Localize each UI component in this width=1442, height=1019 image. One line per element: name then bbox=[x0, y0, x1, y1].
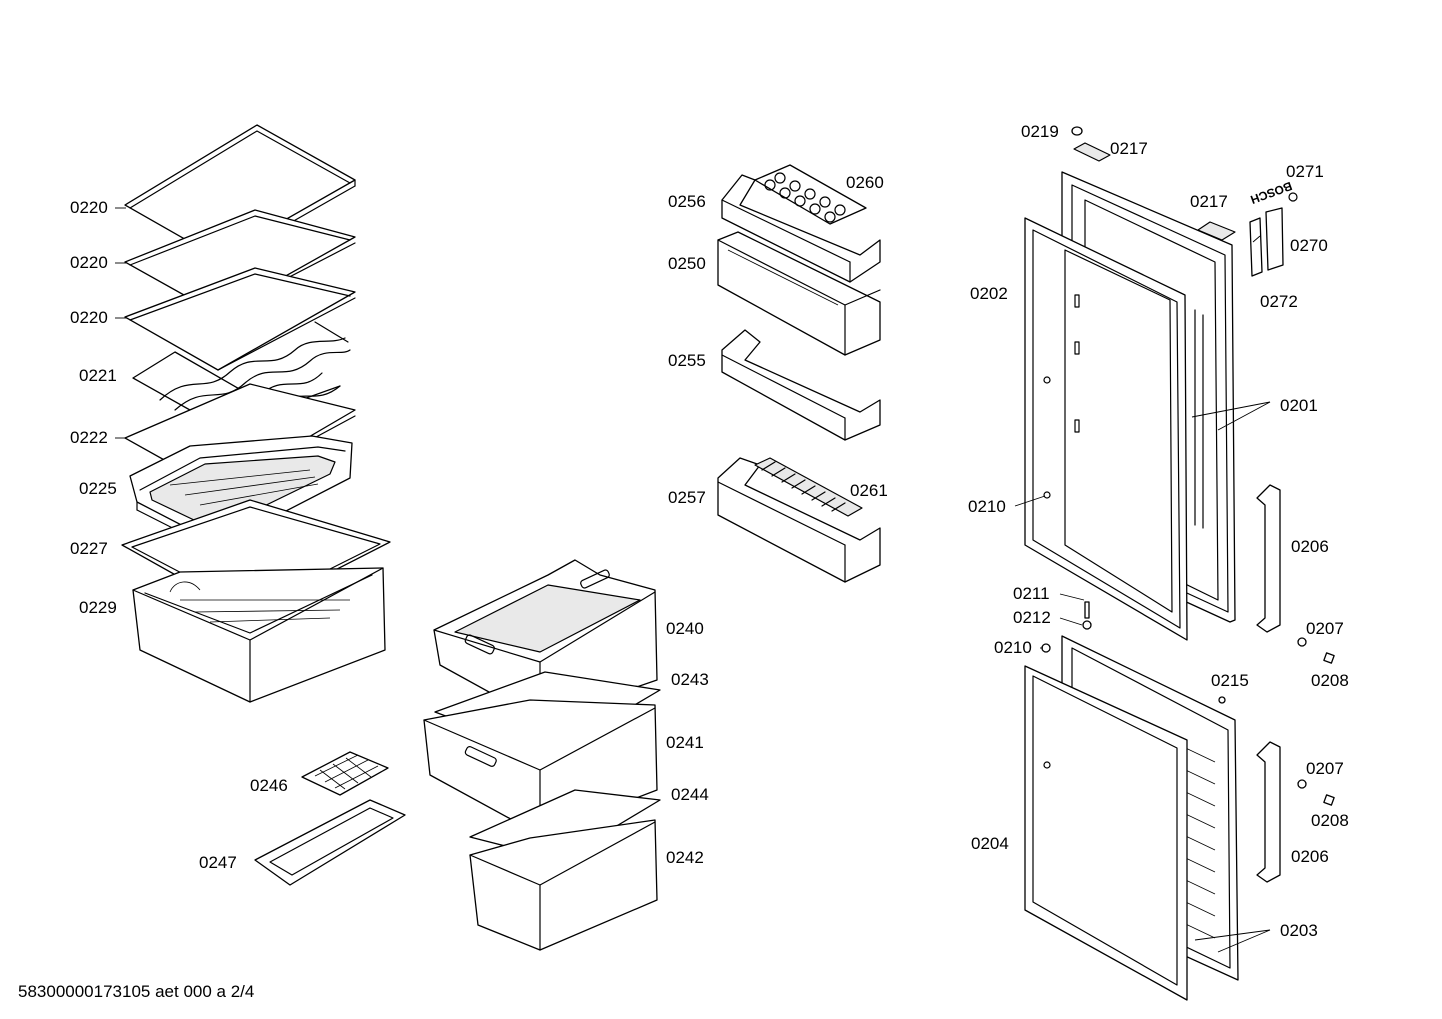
callout-0257: 0257 bbox=[668, 488, 706, 507]
callout-0215: 0215 bbox=[1211, 671, 1249, 690]
callout-0250: 0250 bbox=[668, 254, 706, 273]
callout-0220-middle: 0220 bbox=[70, 253, 108, 272]
callout-0206-lower: 0206 bbox=[1291, 847, 1329, 866]
door-shelf-0257 bbox=[717, 457, 881, 583]
callout-0207-lower: 0207 bbox=[1306, 759, 1344, 778]
small-parts bbox=[1041, 126, 1335, 806]
dairy-rack-0261 bbox=[754, 457, 863, 517]
callout-0244: 0244 bbox=[671, 785, 709, 804]
callout-0211: 0211 bbox=[1013, 584, 1050, 603]
callout-0229: 0229 bbox=[79, 598, 117, 617]
callout-0222: 0222 bbox=[70, 428, 108, 447]
callout-0220-top: 0220 bbox=[70, 198, 108, 217]
door-shelf-0256 bbox=[721, 174, 881, 283]
callout-0270: 0270 bbox=[1290, 236, 1328, 255]
callout-0261: 0261 bbox=[850, 481, 888, 500]
ice-tray-box-0247 bbox=[254, 799, 406, 886]
callout-0243: 0243 bbox=[671, 670, 709, 689]
door-shelf-0255 bbox=[721, 329, 881, 441]
callout-0241: 0241 bbox=[666, 733, 704, 752]
callout-0256: 0256 bbox=[668, 192, 706, 211]
callout-0210-lower: 0210 bbox=[994, 638, 1032, 657]
callout-0271: 0271 bbox=[1286, 162, 1324, 181]
callout-0219: 0219 bbox=[1021, 122, 1059, 141]
door-handle-0206-lower bbox=[1256, 741, 1281, 883]
freezer-drawer-0240 bbox=[433, 559, 658, 721]
callout-0242: 0242 bbox=[666, 848, 704, 867]
door-shelf-0250 bbox=[717, 231, 881, 356]
callout-0212: 0212 bbox=[1013, 608, 1051, 627]
ice-cube-tray-0246 bbox=[301, 751, 389, 796]
door-handle-0206-upper bbox=[1256, 484, 1281, 633]
callout-0246: 0246 bbox=[250, 776, 288, 795]
lower-door-gasket-0204 bbox=[1024, 665, 1188, 1001]
freezer-drawer-0242 bbox=[469, 819, 658, 951]
leader-lines bbox=[115, 207, 1271, 953]
crisper-drawer-0225 bbox=[129, 435, 353, 553]
callout-0247: 0247 bbox=[199, 853, 237, 872]
bosch-logo: BOSCH bbox=[1249, 179, 1295, 207]
callout-0272: 0272 bbox=[1260, 292, 1298, 311]
glass-shelf-0220-lower bbox=[124, 267, 356, 371]
callout-0207-upper: 0207 bbox=[1306, 619, 1344, 638]
callout-0217-left: 0217 bbox=[1110, 139, 1148, 158]
callout-0201: 0201 bbox=[1280, 396, 1318, 415]
callout-0203: 0203 bbox=[1280, 921, 1318, 940]
callout-0202: 0202 bbox=[970, 284, 1008, 303]
callout-0204: 0204 bbox=[971, 834, 1009, 853]
egg-tray-0260 bbox=[754, 164, 867, 225]
vegetable-container-0229 bbox=[132, 567, 386, 703]
callout-0217-right: 0217 bbox=[1190, 192, 1228, 211]
callout-0227: 0227 bbox=[70, 539, 108, 558]
callout-0208-upper: 0208 bbox=[1311, 671, 1349, 690]
callout-0208-lower: 0208 bbox=[1311, 811, 1349, 830]
callout-0206-upper: 0206 bbox=[1291, 537, 1329, 556]
callout-0255: 0255 bbox=[668, 351, 706, 370]
document-code: 58300000173105 aet 000 a 2/4 bbox=[18, 982, 255, 1001]
callout-0260: 0260 bbox=[846, 173, 884, 192]
callout-0210-upper: 0210 bbox=[968, 497, 1006, 516]
callout-0221: 0221 bbox=[79, 366, 117, 385]
callout-0240: 0240 bbox=[666, 619, 704, 638]
door-gasket-0202 bbox=[1024, 217, 1188, 641]
callout-0220-lower: 0220 bbox=[70, 308, 108, 327]
callout-0225: 0225 bbox=[79, 479, 117, 498]
